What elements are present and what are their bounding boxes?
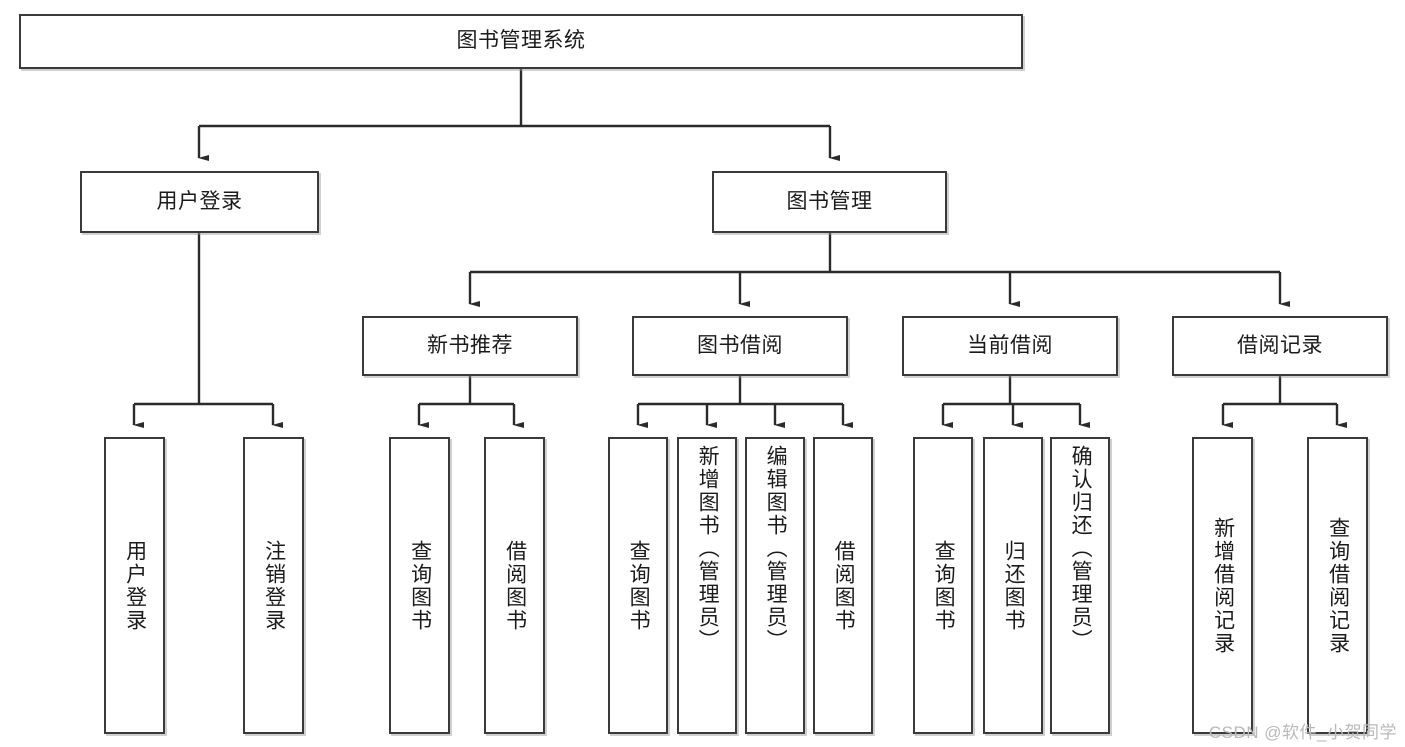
node-label: 图书管理 [786,189,873,213]
node-label: 借阅图书 [832,539,856,632]
node-label: 注销登录 [262,539,286,632]
leaf-add-borrow-record[interactable]: 新增借阅记录 [1192,437,1253,734]
node-label: 图书借阅 [697,333,783,357]
node-label: 查询图书 [627,539,651,632]
node-user-login[interactable]: 用户登录 [80,171,319,233]
node-root-system[interactable]: 图书管理系统 [19,14,1023,69]
node-label: 新书推荐 [427,333,513,357]
node-new-book-recommend[interactable]: 新书推荐 [362,316,578,376]
node-label: 借阅图书 [503,539,527,632]
node-label: 查询图书 [932,539,956,632]
leaf-query-borrow-record[interactable]: 查询借阅记录 [1307,437,1368,734]
node-label: 查询图书 [408,539,432,632]
node-label: 新增借阅记录 [1211,516,1235,655]
node-label: 当前借阅 [967,333,1053,357]
leaf-user-login[interactable]: 用户登录 [104,437,165,734]
node-borrow-record[interactable]: 借阅记录 [1172,316,1388,376]
node-current-borrow[interactable]: 当前借阅 [902,316,1118,376]
node-label: 编辑图书（管理员） [764,445,788,652]
leaf-query-book-current[interactable]: 查询图书 [913,437,973,734]
leaf-add-book-admin[interactable]: 新增图书（管理员） [677,437,737,734]
leaf-query-book-recommend[interactable]: 查询图书 [389,437,450,734]
node-label: 归还图书 [1002,539,1026,632]
node-label: 用户登录 [156,189,243,213]
node-book-management[interactable]: 图书管理 [712,171,947,233]
node-label: 图书管理系统 [456,29,586,53]
node-book-borrow[interactable]: 图书借阅 [632,316,848,376]
leaf-logout[interactable]: 注销登录 [243,437,304,734]
leaf-edit-book-admin[interactable]: 编辑图书（管理员） [745,437,805,734]
leaf-query-book-borrow[interactable]: 查询图书 [608,437,668,734]
node-label: 查询借阅记录 [1326,516,1350,655]
node-label: 借阅记录 [1237,333,1323,357]
node-label: 新增图书（管理员） [696,445,720,652]
leaf-borrow-book-recommend[interactable]: 借阅图书 [484,437,545,734]
leaf-return-book[interactable]: 归还图书 [983,437,1043,734]
leaf-borrow-book[interactable]: 借阅图书 [813,437,873,734]
node-label: 用户登录 [123,539,147,632]
node-label: 确认归还（管理员） [1069,445,1093,652]
leaf-confirm-return-admin[interactable]: 确认归还（管理员） [1050,437,1110,734]
watermark-text: CSDN @软件_小贺同学 [1208,723,1397,742]
